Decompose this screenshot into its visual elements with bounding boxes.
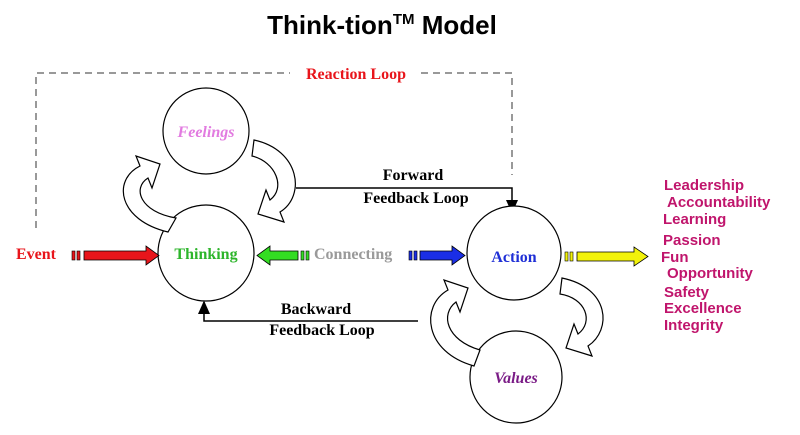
backward-feedback-line <box>198 300 418 322</box>
thinking-node <box>157 204 255 302</box>
curved-arrow-up-values <box>430 279 481 367</box>
outcome-item: Excellence <box>664 300 742 317</box>
connecting-to-action-arrow <box>408 245 466 266</box>
forward-label-line1: Forward <box>383 167 444 184</box>
outcome-item: Leadership <box>664 177 744 194</box>
outcome-item: Passion <box>663 232 721 249</box>
event-label: Event <box>16 246 57 263</box>
backward-label-line2: Feedback Loop <box>269 322 374 339</box>
forward-label-line2: Feedback Loop <box>363 190 468 207</box>
feelings-node <box>162 87 250 175</box>
connecting-to-thinking-arrow <box>256 245 310 266</box>
values-label: Values <box>494 370 538 387</box>
backward-label-line1: Backward <box>281 301 351 318</box>
reaction-loop-line <box>35 72 513 228</box>
title-rest: Model <box>414 10 496 40</box>
reaction-loop-label: Reaction Loop <box>306 66 406 83</box>
connecting-label: Connecting <box>314 246 392 263</box>
feelings-label: Feelings <box>177 124 235 141</box>
curved-arrow-down-right <box>251 139 296 223</box>
action-label: Action <box>491 249 536 266</box>
event-arrow <box>71 245 160 266</box>
outcome-item: Learning <box>663 211 726 228</box>
title-main: Think-tion <box>267 10 393 40</box>
thinking-label: Thinking <box>174 246 237 263</box>
outcome-item: Accountability <box>667 194 771 211</box>
forward-feedback-line <box>296 187 518 214</box>
outcome-item: Fun <box>661 249 689 266</box>
diagram-title: Think-tionTM Model <box>267 10 497 40</box>
reaction-loop-label-bg <box>290 62 420 84</box>
outcome-item: Opportunity <box>667 265 753 282</box>
values-node <box>469 330 563 424</box>
title-trademark: TM <box>393 11 415 28</box>
outcome-item: Safety <box>664 284 710 301</box>
outcome-item: Integrity <box>664 317 724 334</box>
curved-arrow-down-values <box>559 277 604 357</box>
outcomes-list: Leadership Accountability Learning Passi… <box>661 177 771 334</box>
action-to-outcomes-arrow <box>564 246 649 267</box>
curved-arrow-up-left <box>122 155 177 233</box>
action-node <box>466 205 562 301</box>
